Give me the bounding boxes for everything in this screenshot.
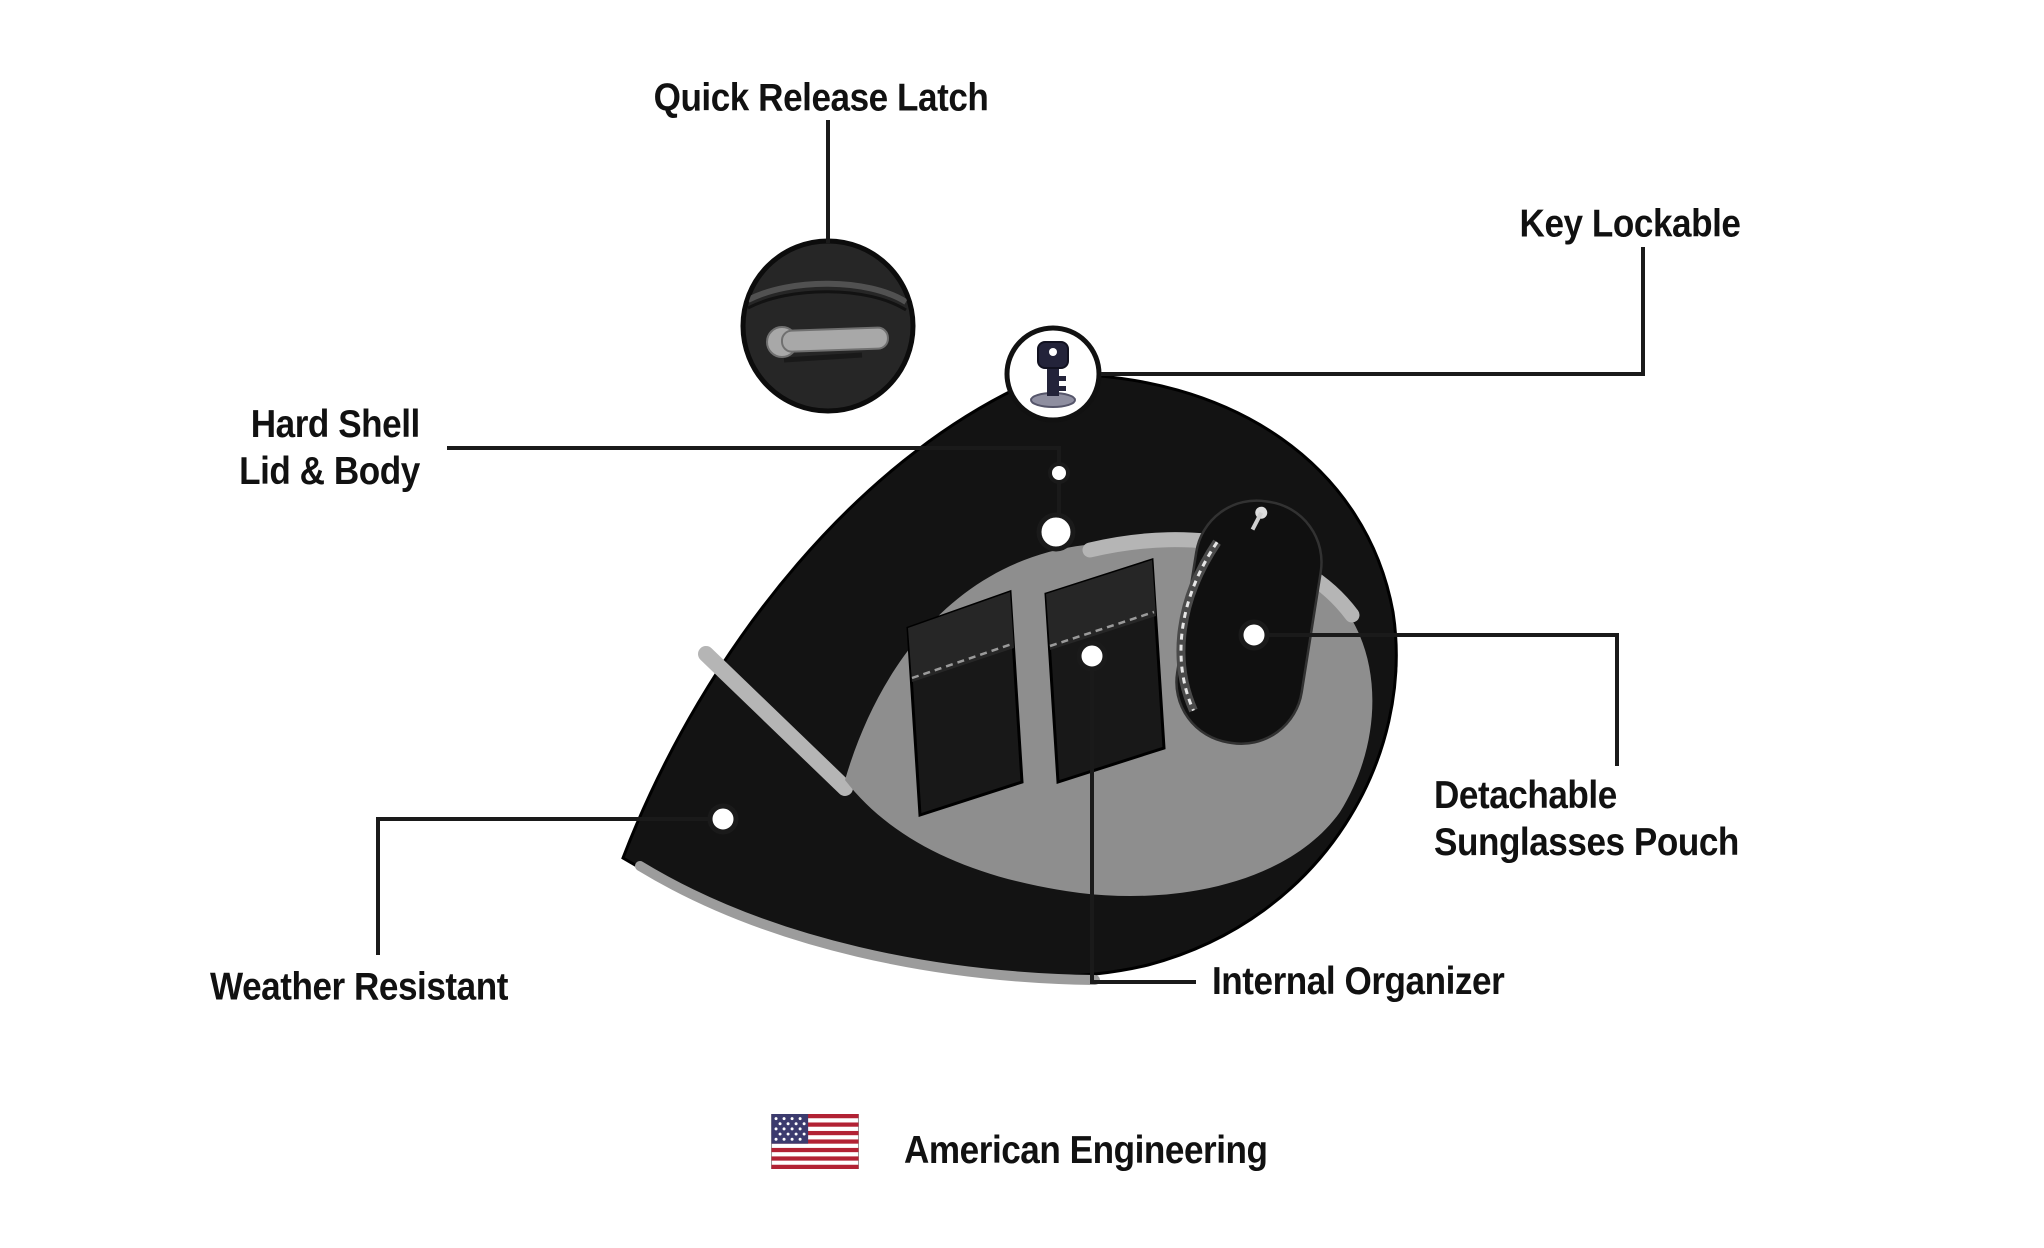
sunglasses-pouch-dot (1238, 619, 1270, 651)
sunglasses-pouch-zipper-pull-tab (1250, 511, 1264, 531)
hard-shell-lid-dot (1048, 462, 1070, 484)
callout-label-internal-organizer: Internal Organizer (1212, 960, 1505, 1003)
hard-shell-line (447, 446, 1061, 514)
key-lock-icon (1004, 325, 1102, 423)
key-head-hole (1049, 348, 1057, 356)
callout-label-quick-release-latch: Quick Release Latch (653, 76, 989, 120)
hard-shell-body-dot (1036, 512, 1076, 552)
organizer-pocket-2-flap (1046, 560, 1156, 650)
organizer-pocket-1-stitch (911, 642, 1013, 680)
detachable-pouch-label-line1: Detachable (1434, 774, 1617, 817)
key-ward-1 (1059, 376, 1066, 381)
key-lockable-line (1101, 247, 1645, 376)
weather-resistant-dot (707, 803, 739, 835)
latch-lever-shadow (783, 352, 863, 363)
american-engineering-label: American Engineering (904, 1129, 1268, 1172)
latch-inset-circle (740, 238, 916, 414)
internal-organizer-line (1090, 670, 1196, 984)
latch-detail-inset (740, 238, 916, 414)
us-flag-icon (771, 1114, 859, 1169)
latch-inset-content (746, 280, 908, 363)
key-shaft (1047, 364, 1059, 396)
latch-lever-bar (780, 326, 889, 353)
internal-organizer-pockets (906, 557, 1166, 818)
internal-organizer-dot (1076, 640, 1108, 672)
latch-seam-shadow (747, 290, 907, 312)
callout-dots (707, 462, 1270, 835)
callout-lines (376, 120, 1645, 984)
organizer-pocket-2-stitch (1049, 610, 1155, 648)
callout-label-weather-resistant: Weather Resistant (210, 965, 508, 1009)
latch-seam-highlight (746, 280, 908, 305)
detachable-pouch-label-line2: Sunglasses Pouch (1434, 821, 1739, 864)
saddlebag-illustration (621, 372, 1398, 985)
organizer-pocket-1-flap (908, 592, 1014, 682)
hard-shell-label-line2: Lid & Body (239, 450, 420, 493)
lid-rim-highlight-left (698, 646, 853, 796)
callout-label-key-lockable: Key Lockable (1519, 202, 1741, 246)
sunglasses-pouch-line (1268, 633, 1619, 766)
hard-shell-label-line1: Hard Shell (250, 403, 421, 446)
weather-resistant-line (376, 817, 709, 955)
key-ward-2 (1059, 386, 1066, 391)
callout-label-hard-shell: Hard Shell Lid & Body (239, 401, 420, 495)
sunglasses-pouch-zipper-teeth (1179, 541, 1219, 712)
bag-bottom-trim (635, 861, 1100, 985)
callout-label-detachable-pouch: Detachable Sunglasses Pouch (1434, 772, 1739, 866)
